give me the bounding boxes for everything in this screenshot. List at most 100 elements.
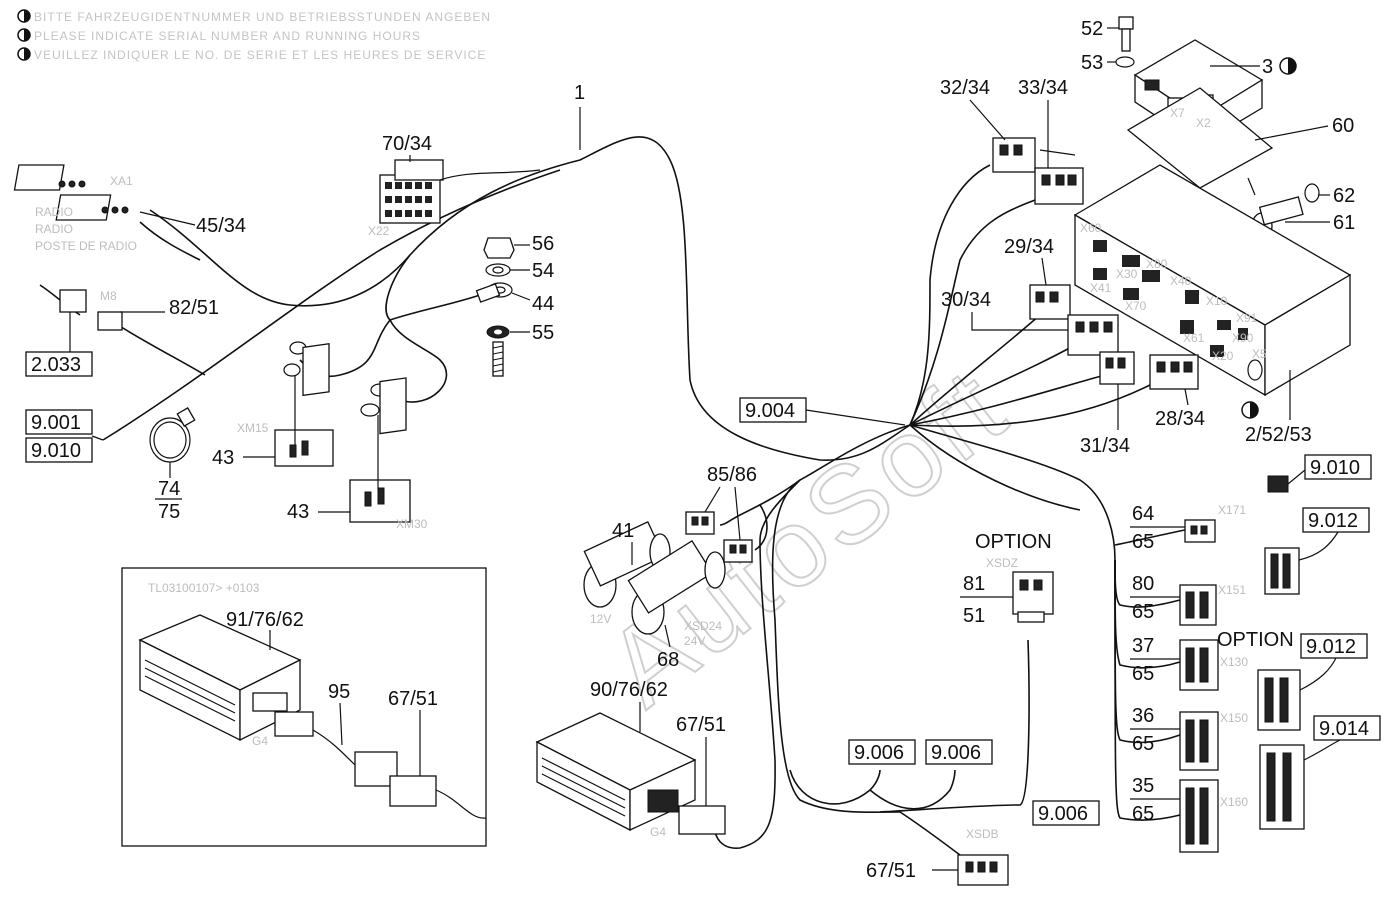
connector-x130 [1179, 639, 1219, 691]
connector-x171 [1184, 519, 1216, 543]
x150-label: X150 [1220, 711, 1248, 725]
lamp-12v-label: 12V [590, 612, 611, 626]
central-electric-box [1073, 164, 1352, 397]
connector-28-34 [1149, 354, 1199, 390]
half-circle-icon [1241, 401, 1259, 419]
label-91-76-62: 91/76/62 [226, 609, 304, 631]
label-56: 56 [532, 233, 554, 255]
relay-85-86 [685, 511, 753, 563]
label-67-51a: 67/51 [388, 688, 438, 710]
connector-31-34 [1099, 351, 1135, 385]
ref-box-9010b [1304, 454, 1372, 480]
ref-2033: 2.033 [31, 354, 81, 376]
ref-box-9012a [1302, 507, 1370, 533]
x60-label: X60 [1080, 221, 1102, 235]
option-label-1: OPTION [975, 531, 1052, 553]
label-36: 36 [1132, 705, 1154, 727]
x30-label: X30 [1116, 267, 1138, 281]
label-81: 81 [963, 573, 985, 595]
x171-label: X171 [1218, 503, 1246, 517]
header-line-fr: VEUILLEZ INDIQUER LE NO. DE SERIE ET LES… [34, 48, 486, 62]
g4-label-b: G4 [650, 825, 666, 839]
ref-9014: 9.014 [1319, 718, 1369, 740]
label-32-34: 32/34 [940, 77, 990, 99]
x70-label: X70 [1125, 299, 1147, 313]
label-65d: 65 [1132, 733, 1154, 755]
header: BITTE FAHRZEUGIDENTNUMMER UND BETRIEBSST… [17, 9, 491, 62]
ref-box-9004 [739, 397, 807, 423]
label-51: 51 [963, 605, 985, 627]
lamp-24v [627, 539, 726, 635]
label-43a: 43 [212, 447, 234, 469]
x22-label: X22 [368, 224, 390, 238]
label-45-34: 45/34 [196, 215, 246, 237]
ref-box-9012b [1300, 633, 1368, 659]
ref-9012b: 9.012 [1306, 636, 1356, 658]
x151-label: X151 [1218, 583, 1246, 597]
label-65c: 65 [1132, 663, 1154, 685]
label-3: 3 [1262, 56, 1273, 78]
xa1-label: XA1 [110, 174, 133, 188]
label-44: 44 [532, 293, 554, 315]
lamp-12v [583, 521, 671, 608]
label-95: 95 [328, 681, 350, 703]
label-68: 68 [657, 649, 679, 671]
ref-9006c: 9.006 [1038, 803, 1088, 825]
label-43b: 43 [287, 501, 309, 523]
cable-tie [149, 407, 196, 463]
label-53: 53 [1081, 52, 1103, 74]
inset-code: TL03100107> +0103 [148, 581, 260, 595]
connector-ref-9014 [1259, 739, 1341, 830]
label-1: 1 [574, 82, 585, 104]
x40-label: X40 [1170, 274, 1192, 288]
harness-wires [39, 136, 1186, 856]
label-29-34: 29/34 [1004, 236, 1054, 258]
connector-33-34 [1034, 167, 1084, 205]
label-75: 75 [158, 501, 180, 523]
x160-label: X160 [1220, 795, 1248, 809]
xsdb-label: XSDB [966, 827, 999, 841]
radio-connector-group [13, 164, 129, 221]
ref-9012a: 9.012 [1308, 510, 1358, 532]
connector-30-34 [1067, 314, 1119, 356]
connector-x150 [1179, 711, 1219, 771]
x90-label: X90 [1232, 331, 1254, 345]
radio-label-en: RADIO [35, 222, 73, 236]
label-64: 64 [1132, 503, 1154, 525]
x20-label: X20 [1212, 349, 1234, 363]
label-90-76-62: 90/76/62 [590, 679, 668, 701]
ref-9006b: 9.006 [931, 742, 981, 764]
radio-label-fr: POSTE DE RADIO [35, 239, 137, 253]
x10-label: X10 [1206, 294, 1228, 308]
x130-label: X130 [1220, 655, 1248, 669]
control-unit-g4 [535, 712, 726, 835]
label-65e: 65 [1132, 803, 1154, 825]
x22-connector [379, 159, 444, 224]
header-line-de: BITTE FAHRZEUGIDENTNUMMER UND BETRIEBSST… [34, 10, 491, 24]
xsd24-label: XSD24 [684, 619, 722, 633]
ref-9006a: 9.006 [854, 742, 904, 764]
xsdz-label: XSDZ [986, 556, 1018, 570]
half-circle-icon [1279, 57, 1297, 75]
label-85-86: 85/86 [707, 464, 757, 486]
xm30-label: XM30 [396, 517, 428, 531]
label-31-34: 31/34 [1080, 435, 1130, 457]
label-2-52-53: 2/52/53 [1245, 424, 1312, 446]
x80-label: X80 [1146, 257, 1168, 271]
x61-label: X61 [1183, 331, 1205, 345]
label-52: 52 [1081, 18, 1103, 40]
radio-label-de: RADIO [35, 205, 73, 219]
xm15-label: XM15 [237, 421, 269, 435]
label-60: 60 [1332, 115, 1354, 137]
x7-label: X7 [1170, 106, 1185, 120]
nut-washer-stack [475, 237, 515, 377]
x2-label: X2 [1196, 116, 1211, 130]
ref-box-9006b [925, 739, 993, 765]
label-62: 62 [1333, 185, 1355, 207]
lamp-24v-label: 24V [684, 634, 705, 648]
connector-x151 [1179, 584, 1217, 626]
ref-box-2033 [25, 351, 93, 377]
xm30-relay [349, 377, 411, 523]
ref-9010a: 9.010 [31, 440, 81, 462]
